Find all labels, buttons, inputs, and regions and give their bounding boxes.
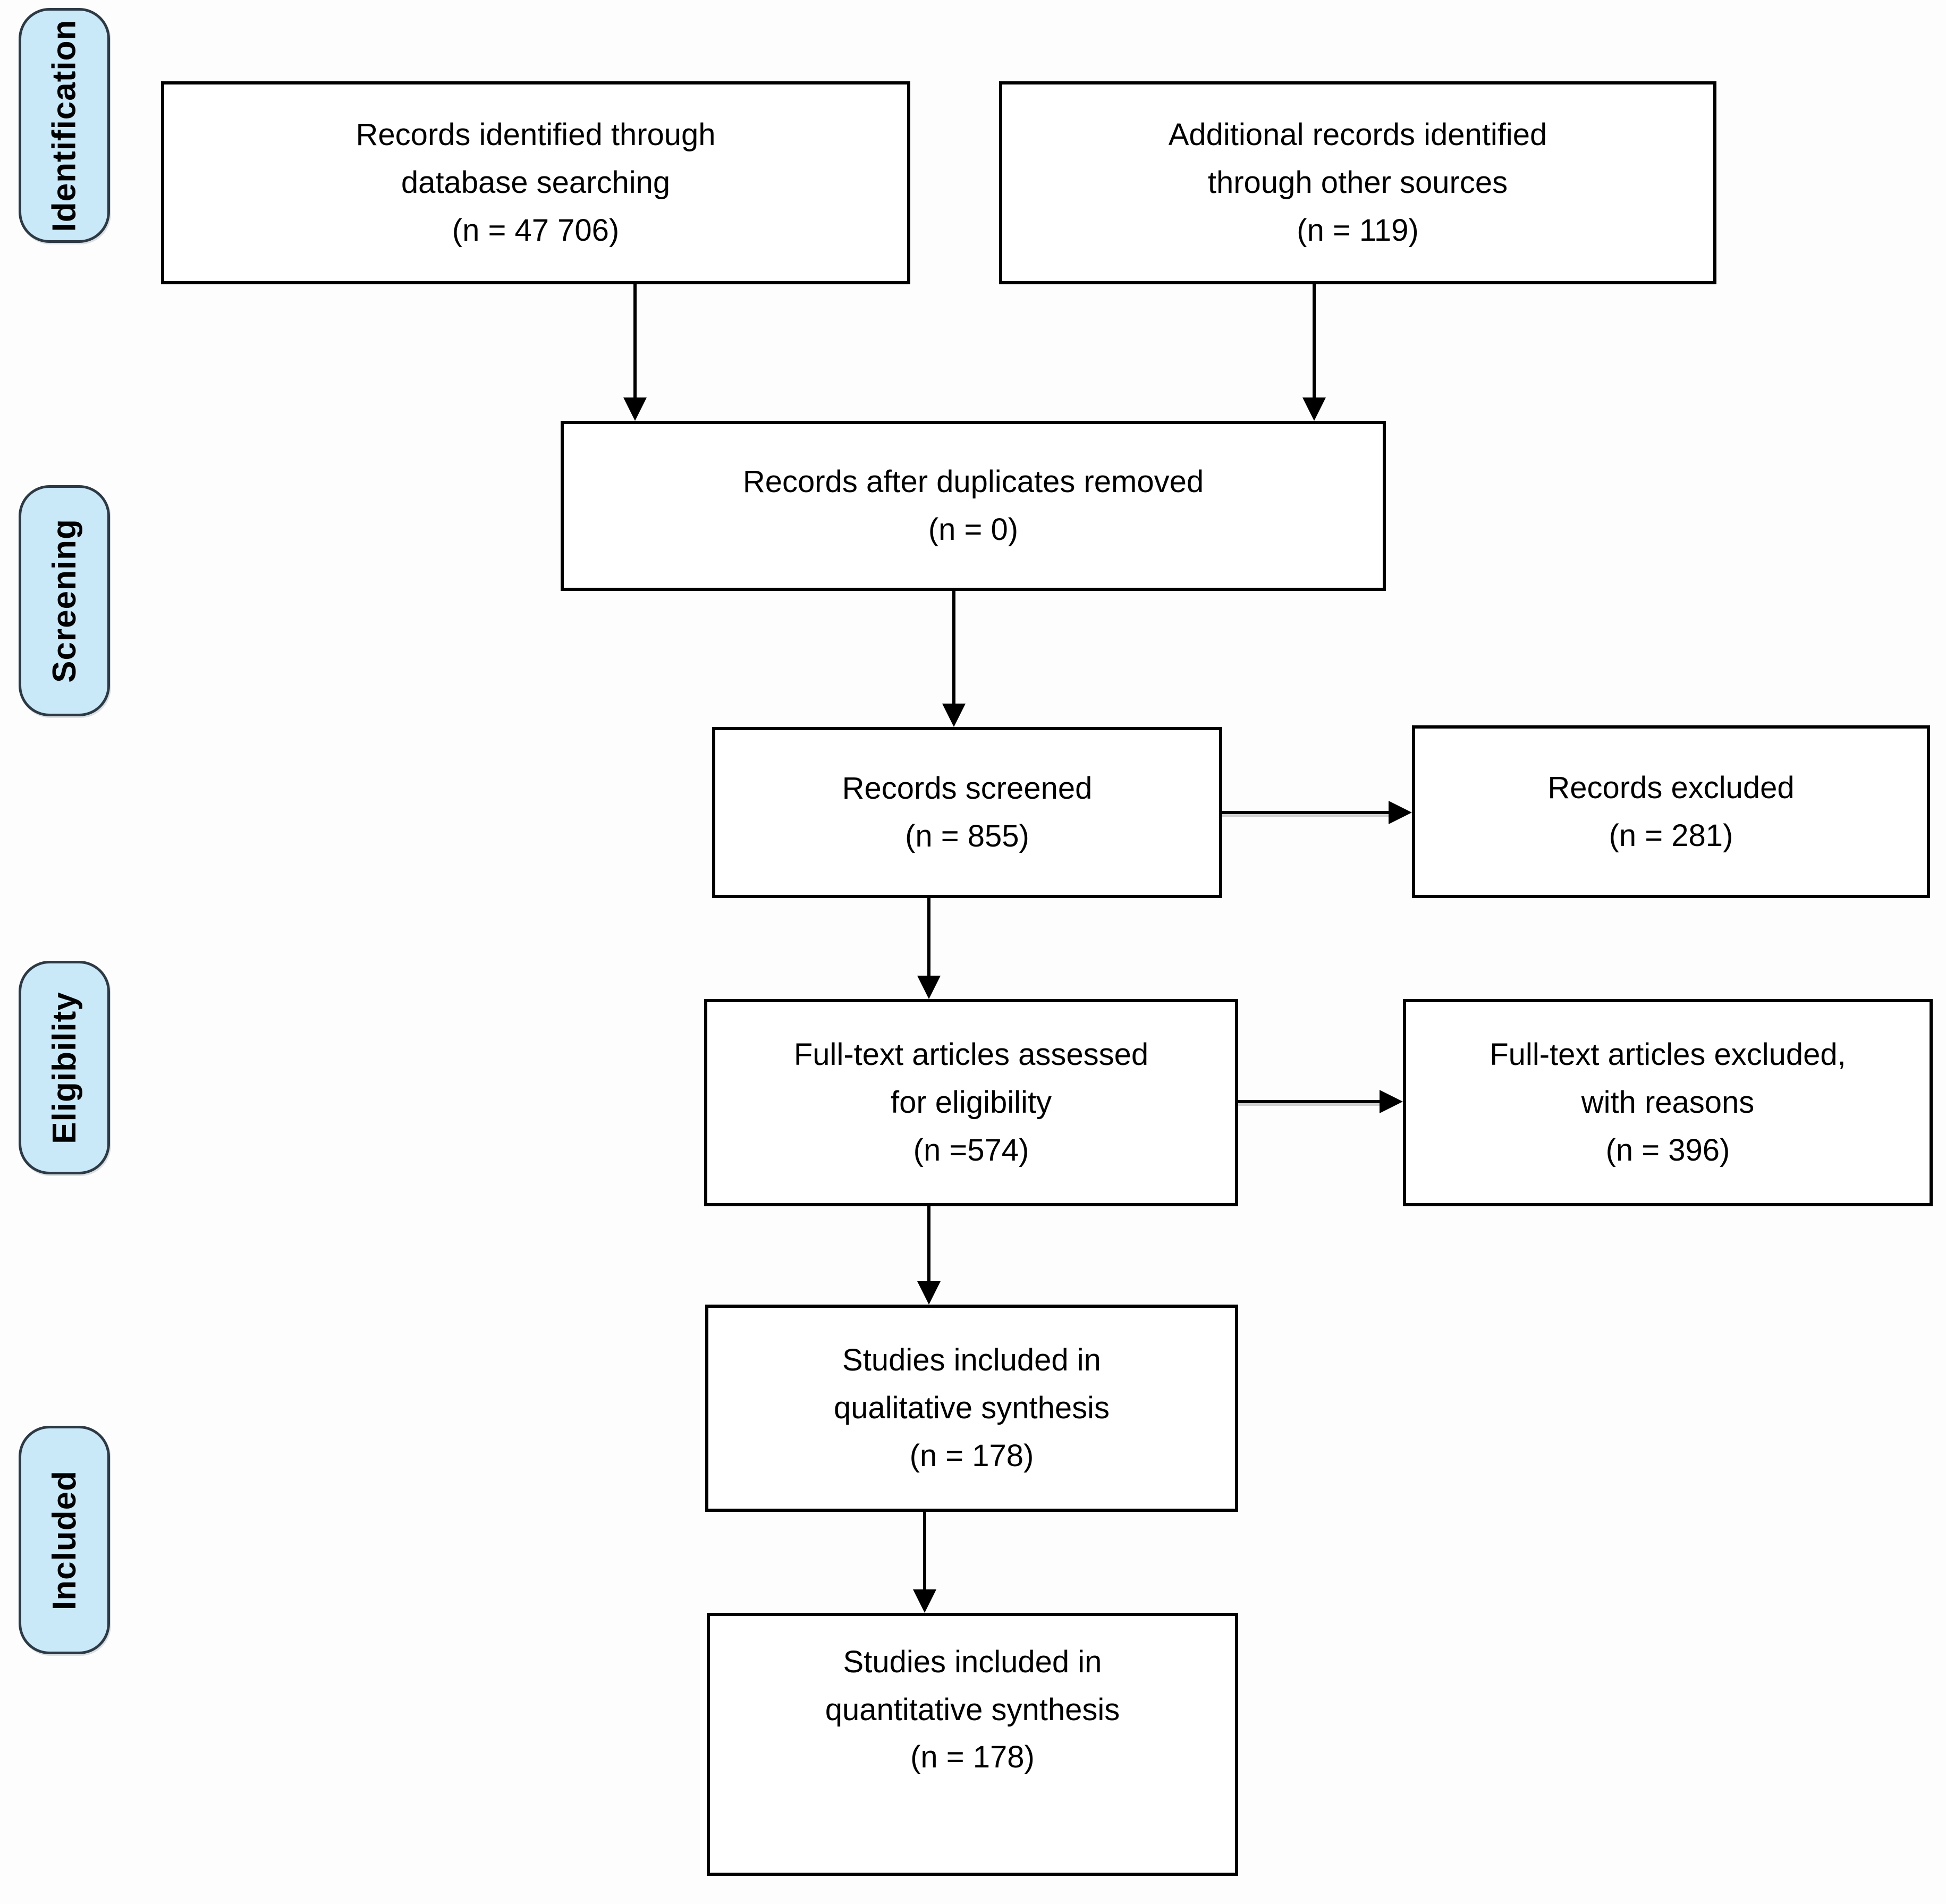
arrow-line: [952, 591, 955, 705]
box-qualitative-synthesis: Studies included in qualitative synthesi…: [705, 1305, 1238, 1512]
box-fulltext-assessed-text: Full-text articles assessed for eligibil…: [793, 1037, 1149, 1167]
arrow-down-icon: [913, 1589, 936, 1613]
arrow-line: [1222, 811, 1390, 814]
box-records-identified-text: Records identified through database sear…: [356, 117, 716, 248]
box-records-screened-text: Records screened (n = 855): [842, 771, 1093, 853]
arrow-down-icon: [1302, 397, 1326, 421]
arrow-line: [1313, 284, 1316, 399]
stage-label-screening: Screening: [46, 519, 83, 683]
box-records-excluded: Records excluded (n = 281): [1412, 725, 1930, 898]
box-fulltext-excluded: Full-text articles excluded, with reason…: [1403, 999, 1933, 1206]
stage-pill-identification: Identification: [19, 8, 110, 243]
stage-pill-eligibility: Eligibility: [19, 961, 110, 1174]
box-fulltext-assessed: Full-text articles assessed for eligibil…: [704, 999, 1238, 1206]
box-duplicates-removed-text: Records after duplicates removed (n = 0): [742, 464, 1204, 547]
box-quantitative-synthesis: Studies included in quantitative synthes…: [707, 1613, 1238, 1876]
arrow-line: [927, 1206, 930, 1282]
arrow-line: [923, 1512, 926, 1590]
arrow-down-icon: [942, 704, 966, 727]
arrow-down-icon: [623, 397, 647, 421]
stage-label-eligibility: Eligibility: [46, 991, 83, 1144]
box-qualitative-synthesis-text: Studies included in qualitative synthesi…: [833, 1343, 1110, 1473]
box-records-identified: Records identified through database sear…: [161, 81, 910, 284]
arrow-line: [1238, 1100, 1381, 1103]
box-additional-records: Additional records identified through ot…: [999, 81, 1716, 284]
stage-label-included: Included: [46, 1470, 83, 1610]
box-fulltext-excluded-text: Full-text articles excluded, with reason…: [1490, 1037, 1846, 1167]
box-duplicates-removed: Records after duplicates removed (n = 0): [561, 421, 1386, 591]
stage-label-identification: Identification: [46, 19, 83, 232]
arrow-right-icon: [1380, 1090, 1403, 1113]
box-additional-records-text: Additional records identified through ot…: [1168, 117, 1547, 248]
arrow-down-icon: [917, 976, 941, 999]
stage-pill-screening: Screening: [19, 485, 110, 716]
box-quantitative-synthesis-text: Studies included in quantitative synthes…: [825, 1644, 1120, 1775]
arrow-down-icon: [917, 1281, 941, 1305]
box-records-excluded-text: Records excluded (n = 281): [1547, 770, 1795, 853]
stage-pill-included: Included: [19, 1426, 110, 1654]
box-records-screened: Records screened (n = 855): [712, 727, 1222, 898]
arrow-right-icon: [1389, 801, 1412, 824]
arrow-line: [927, 898, 930, 977]
arrow-line: [633, 284, 637, 399]
